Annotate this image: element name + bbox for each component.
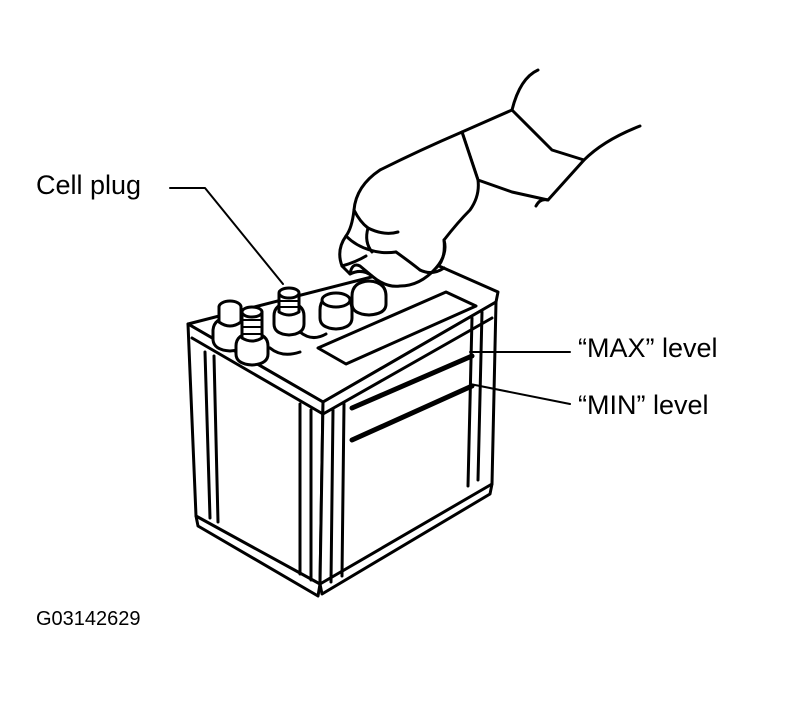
min-level-leader	[469, 383, 571, 405]
max-level-label: “MAX” level	[578, 333, 718, 363]
hand-illustration	[338, 68, 642, 288]
min-level-label: “MIN” level	[578, 390, 709, 420]
cell-plug-label: Cell plug	[36, 170, 142, 200]
battery-top-details	[211, 279, 478, 367]
min-level-line	[349, 383, 475, 443]
battery-case	[186, 260, 500, 598]
leader-lines	[169, 187, 571, 405]
max-level-line	[349, 353, 475, 411]
cell-plug-leader	[169, 187, 284, 285]
figure-code: G03142629	[36, 608, 141, 630]
